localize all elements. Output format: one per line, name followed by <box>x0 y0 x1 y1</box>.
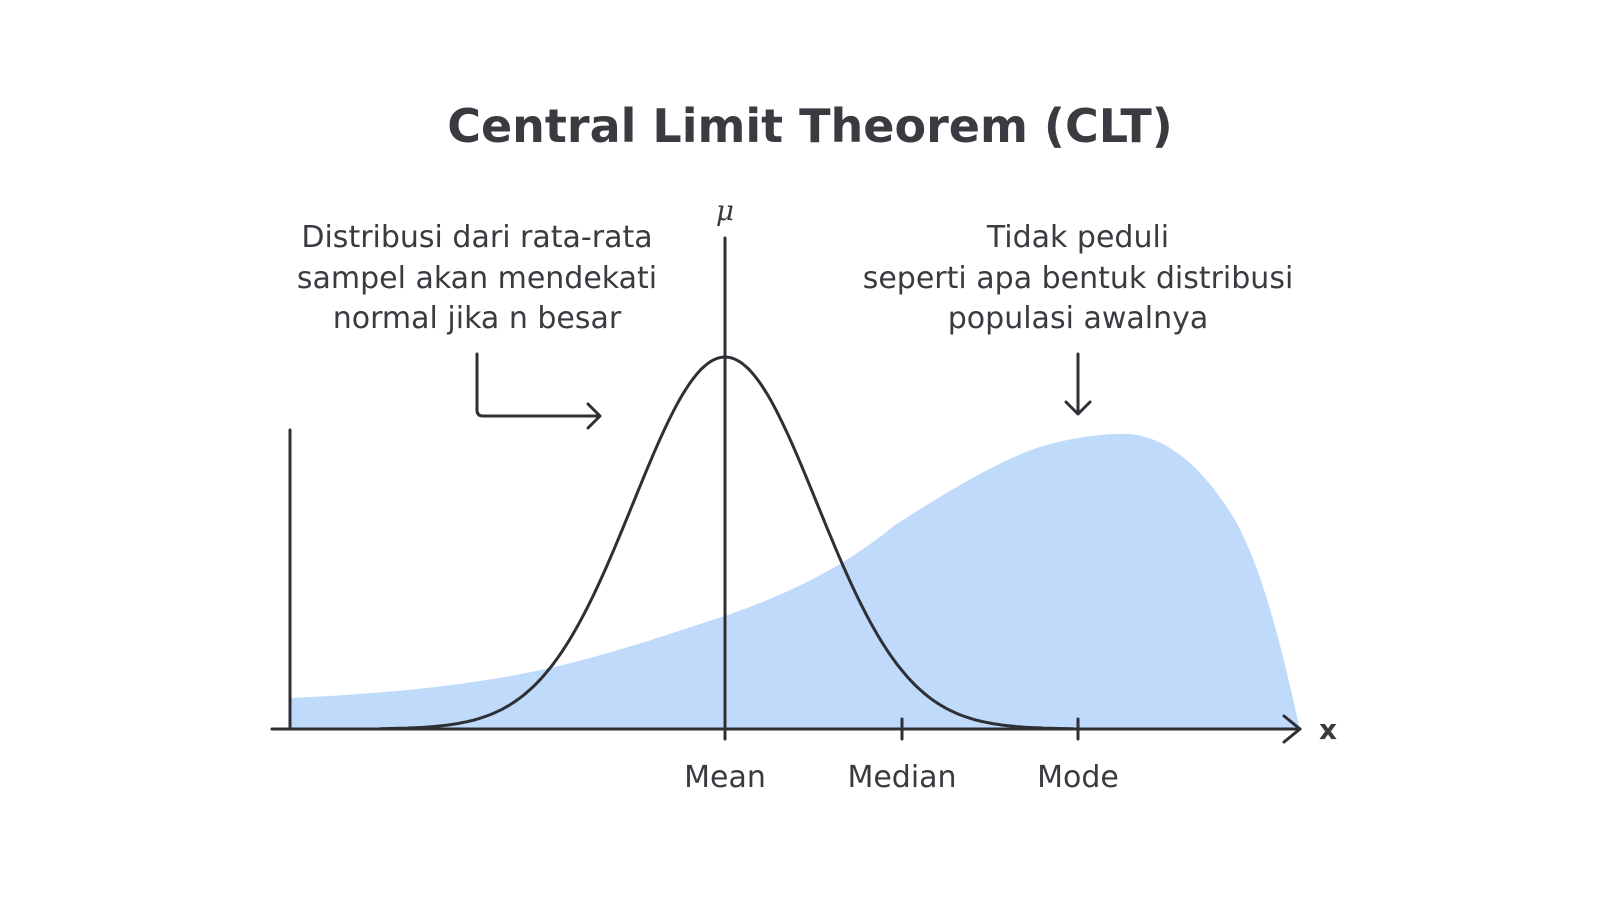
right-note-line-2: seperti apa bentuk distribusi <box>863 261 1294 296</box>
left-note-line-3: normal jika n besar <box>333 301 622 336</box>
left-annotation: Distribusi dari rata-rata sampel akan me… <box>297 220 657 336</box>
tick-label-mean: Mean <box>684 760 766 795</box>
x-axis-arrow-icon <box>1282 714 1302 744</box>
right-note-line-3: populasi awalnya <box>948 301 1208 336</box>
mean-symbol-label: μ <box>716 194 734 227</box>
left-note-line-2: sampel akan mendekati <box>297 261 657 296</box>
tick-label-mode: Mode <box>1037 760 1119 795</box>
arrow-down-icon <box>1064 352 1092 416</box>
left-note-line-1: Distribusi dari rata-rata <box>301 220 652 255</box>
tick-label-median: Median <box>847 760 956 795</box>
population-distribution-area <box>290 433 1300 730</box>
x-axis-label: x <box>1319 713 1337 746</box>
page-title: Central Limit Theorem (CLT) <box>447 99 1173 153</box>
bent-arrow-right-icon <box>475 352 602 430</box>
right-annotation: Tidak peduli seperti apa bentuk distribu… <box>863 220 1294 336</box>
right-note-line-1: Tidak peduli <box>986 220 1169 255</box>
